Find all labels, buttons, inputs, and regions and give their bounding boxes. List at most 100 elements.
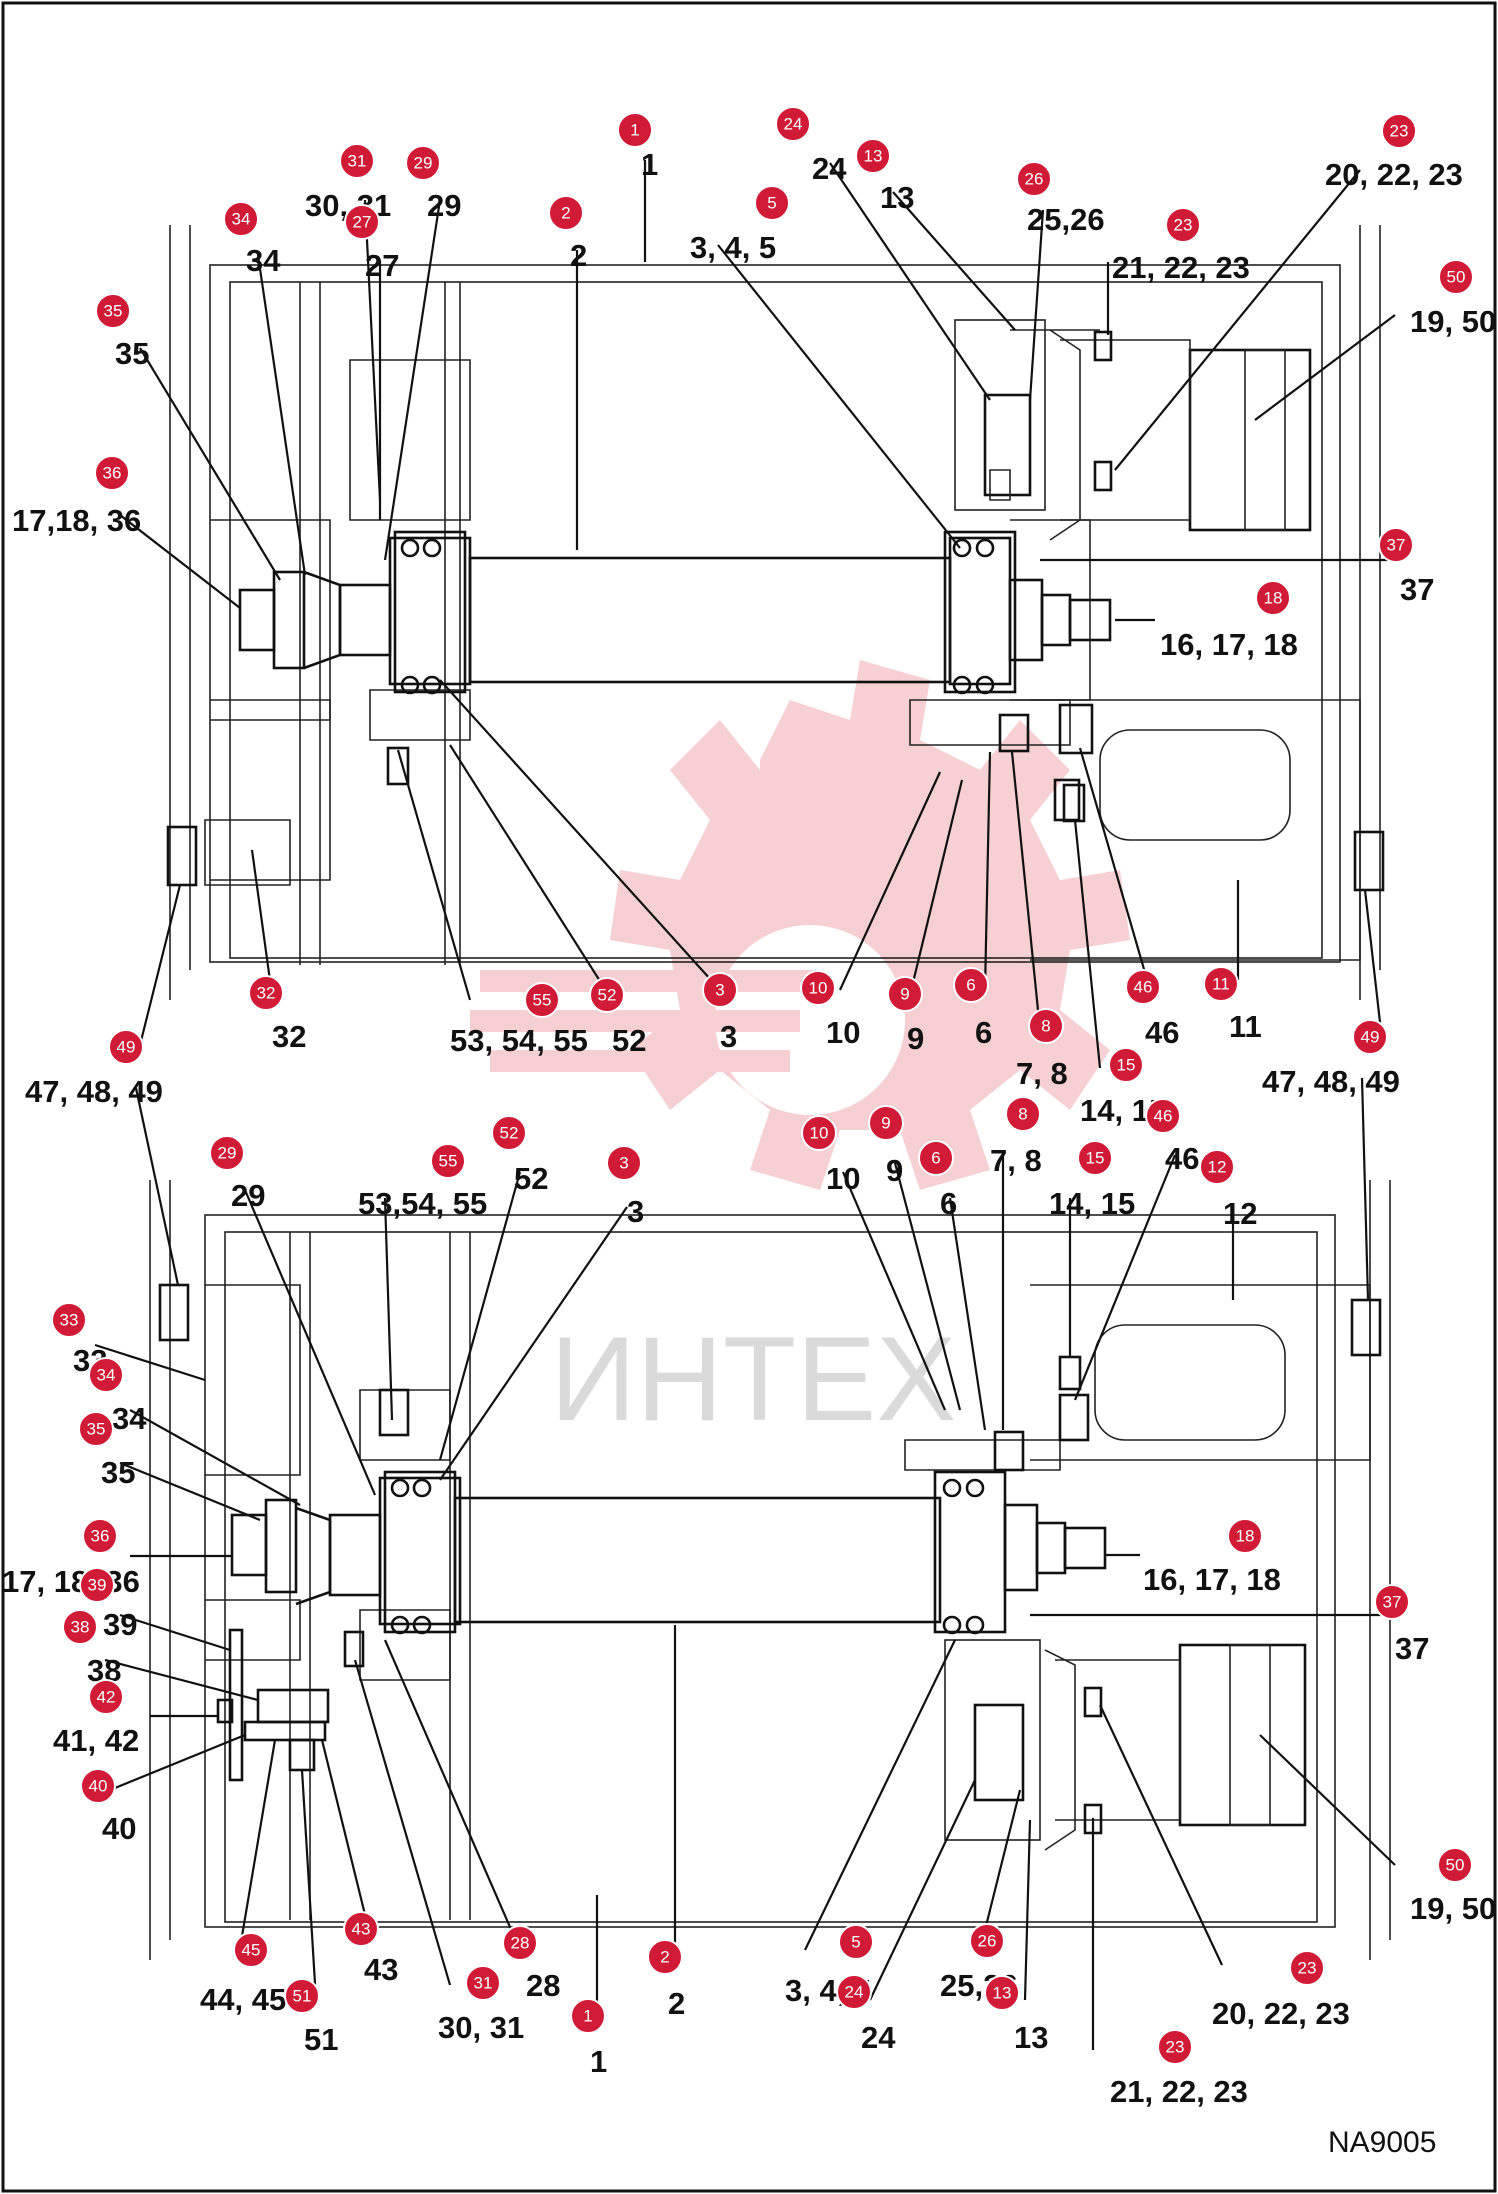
callout-marker[interactable]: 42 [88,1679,124,1715]
callout-marker-circle [1438,259,1474,295]
callout-marker-circle [51,1302,87,1338]
callout-marker[interactable]: 8 [1028,1008,1064,1044]
callout-marker[interactable]: 50 [1437,1847,1473,1883]
callout-marker[interactable]: 13 [855,138,891,174]
callout-marker[interactable]: 15 [1108,1047,1144,1083]
callout-marker[interactable]: 10 [801,1115,837,1151]
callout-marker-circle [570,1998,606,2034]
callout-marker-number: 42 [97,1688,116,1707]
callout-marker[interactable]: 37 [1374,1584,1410,1620]
callout-marker[interactable]: 13 [984,1975,1020,2011]
part-label: 6 [975,1015,992,1050]
callout-marker[interactable]: 38 [62,1609,98,1645]
part-label: 17,18, 36 [12,503,141,538]
callout-marker[interactable]: 23 [1289,1950,1325,1986]
callout-marker[interactable]: 3 [702,972,738,1008]
callout-marker[interactable]: 24 [836,1974,872,2010]
part-label: 37 [1395,1631,1429,1666]
callout-marker-number: 31 [348,152,367,171]
callout-marker[interactable]: 23 [1381,113,1417,149]
callout-marker[interactable]: 5 [754,185,790,221]
part-label: 52 [612,1023,646,1058]
callout-marker-circle [1077,1140,1113,1176]
callout-marker[interactable]: 29 [209,1135,245,1171]
callout-marker[interactable]: 6 [918,1140,954,1176]
callout-marker[interactable]: 52 [589,977,625,1013]
callout-marker[interactable]: 36 [94,455,130,491]
leader-lines [94,160,1396,2050]
callout-marker[interactable]: 55 [524,982,560,1018]
callout-marker[interactable]: 23 [1157,2029,1193,2065]
callout-marker[interactable]: 46 [1145,1098,1181,1134]
callout-marker[interactable]: 35 [95,293,131,329]
callout-marker[interactable]: 1 [570,1998,606,2034]
callout-marker[interactable]: 40 [80,1768,116,1804]
callout-marker[interactable]: 5 [838,1924,874,1960]
callout-marker[interactable]: 33 [51,1302,87,1338]
part-label: 16, 17, 18 [1160,627,1298,662]
part-label: 19, 50 [1410,304,1496,339]
callout-marker[interactable]: 27 [344,204,380,240]
callout-marker[interactable]: 51 [284,1978,320,2014]
callout-marker[interactable]: 2 [548,195,584,231]
callout-marker[interactable]: 9 [868,1105,904,1141]
callout-marker[interactable]: 26 [1016,161,1052,197]
callout-marker[interactable]: 23 [1165,207,1201,243]
callout-marker-circle [953,967,989,1003]
callout-marker[interactable]: 24 [775,106,811,142]
callout-marker[interactable]: 28 [502,1925,538,1961]
callout-marker[interactable]: 39 [79,1567,115,1603]
callout-marker[interactable]: 46 [1125,969,1161,1005]
callout-marker-circle [80,1768,116,1804]
callout-marker[interactable]: 31 [465,1965,501,2001]
callout-marker[interactable]: 36 [82,1518,118,1554]
part-label: 52 [514,1161,548,1196]
callout-marker-number: 18 [1236,1527,1255,1546]
callout-marker-circle [589,977,625,1013]
callout-marker[interactable]: 55 [430,1143,466,1179]
callout-marker-circle [405,145,441,181]
callout-marker-number: 46 [1134,978,1153,997]
callout-marker-circle [1125,969,1161,1005]
callout-marker-circle [1108,1047,1144,1083]
callout-marker[interactable]: 1 [617,112,653,148]
callout-marker[interactable]: 26 [969,1923,1005,1959]
callout-marker-number: 9 [900,985,909,1004]
callout-marker[interactable]: 12 [1199,1149,1235,1185]
callout-marker[interactable]: 3 [606,1145,642,1181]
callout-marker[interactable]: 2 [647,1939,683,1975]
callout-marker[interactable]: 34 [223,201,259,237]
callout-marker-number: 40 [89,1777,108,1796]
callout-marker[interactable]: 18 [1227,1518,1263,1554]
callout-marker[interactable]: 29 [405,145,441,181]
callout-marker[interactable]: 45 [233,1932,269,1968]
callout-marker[interactable]: 34 [88,1357,124,1393]
callout-marker-circle [339,143,375,179]
callout-marker[interactable]: 35 [78,1411,114,1447]
callout-marker-number: 43 [352,1920,371,1939]
callout-marker[interactable]: 50 [1438,259,1474,295]
callout-marker-circle [524,982,560,1018]
callout-marker[interactable]: 52 [491,1115,527,1151]
callout-marker[interactable]: 10 [800,970,836,1006]
callout-marker[interactable]: 49 [1352,1019,1388,1055]
part-label: 43 [364,1952,398,1987]
callout-marker[interactable]: 32 [248,975,284,1011]
upper-left-bearing [393,530,467,695]
callout-marker[interactable]: 6 [953,967,989,1003]
callout-marker[interactable]: 43 [343,1911,379,1947]
callout-marker[interactable]: 11 [1203,966,1239,1002]
callout-marker[interactable]: 31 [339,143,375,179]
part-label: 9 [886,1153,903,1188]
callout-marker[interactable]: 8 [1005,1096,1041,1132]
part-label: 35 [101,1455,135,1490]
part-label: 24 [812,151,847,186]
callout-marker[interactable]: 15 [1077,1140,1113,1176]
callout-marker[interactable]: 49 [108,1029,144,1065]
callout-marker[interactable]: 9 [887,976,923,1012]
callout-marker[interactable]: 37 [1378,527,1414,563]
callout-marker[interactable]: 18 [1255,580,1291,616]
callout-marker-number: 26 [1025,170,1044,189]
callout-marker-number: 39 [88,1576,107,1595]
